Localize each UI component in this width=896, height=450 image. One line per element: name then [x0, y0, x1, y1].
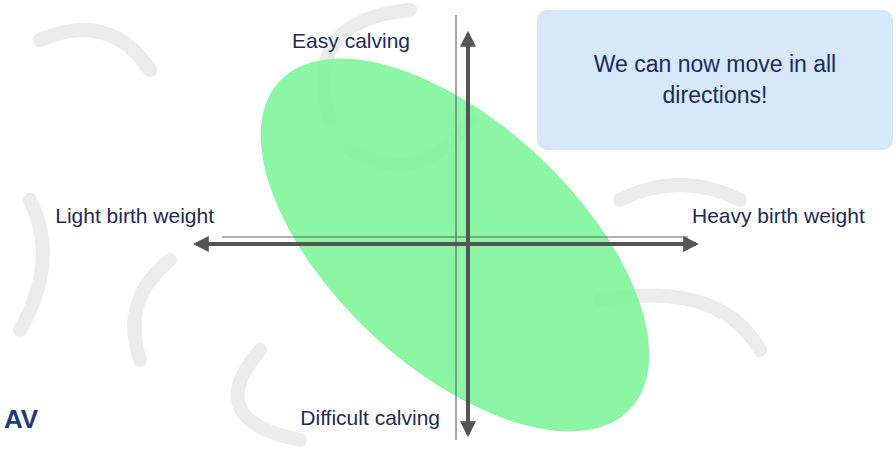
- axis-arrow: [466, 34, 470, 434]
- logo-text: AV: [4, 404, 38, 435]
- axis-label: Easy calving: [292, 28, 410, 53]
- axis-arrow: [196, 242, 696, 246]
- callout-box: We can now move in all directions!: [537, 10, 893, 150]
- axis-line: [222, 236, 688, 237]
- callout-text: We can now move in all directions!: [555, 49, 875, 111]
- axis-line: [455, 15, 456, 440]
- axis-label: Heavy birth weight: [692, 203, 865, 228]
- axis-label: Difficult calving: [300, 405, 440, 430]
- axis-label: Light birth weight: [55, 203, 214, 228]
